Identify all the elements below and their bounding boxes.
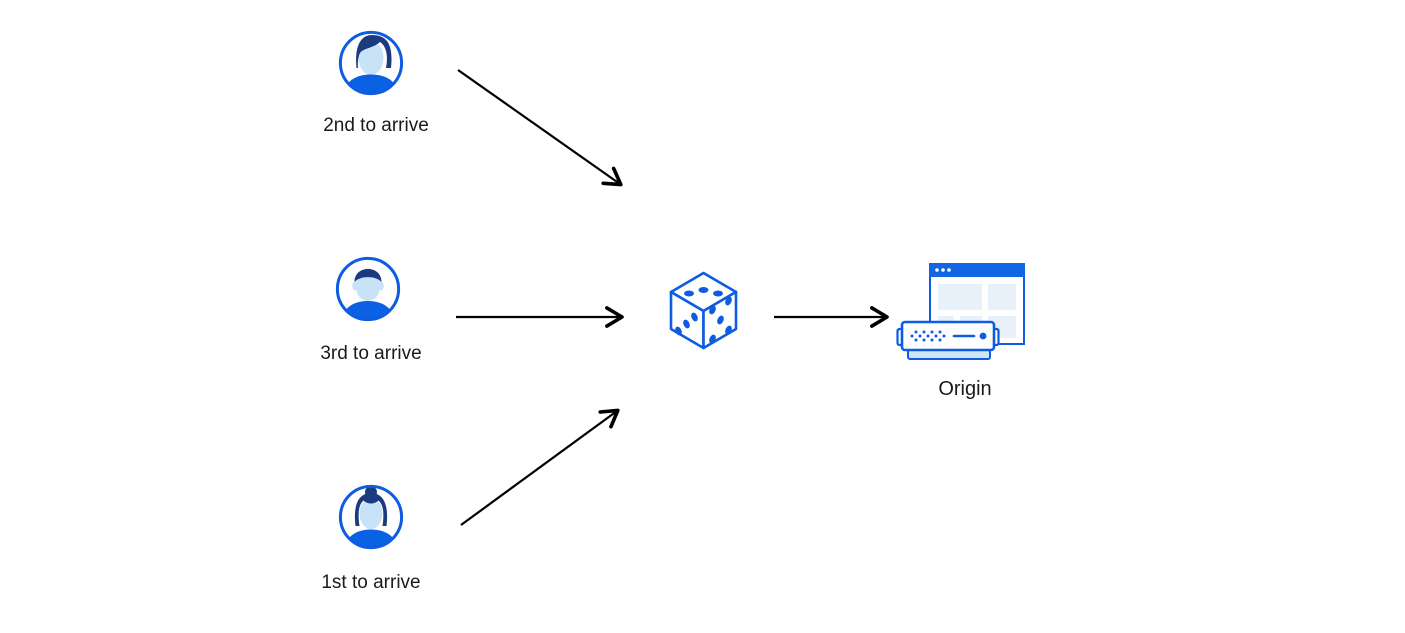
client-bottom-label: 1st to arrive (321, 572, 421, 593)
arrow-client-bottom-to-dice (460, 408, 620, 526)
client-top-label: 2nd to arrive (323, 115, 429, 136)
dice-icon (669, 271, 738, 350)
male-avatar-short-hair-icon (335, 256, 401, 322)
female-avatar-bun-icon (338, 484, 404, 550)
origin-label: Origin (938, 378, 992, 400)
arrow-client-top-to-dice (457, 69, 623, 187)
male-avatar-swept-hair-icon (338, 30, 404, 96)
client-middle-label: 3rd to arrive (320, 343, 422, 364)
origin-server-icon (896, 263, 1025, 360)
